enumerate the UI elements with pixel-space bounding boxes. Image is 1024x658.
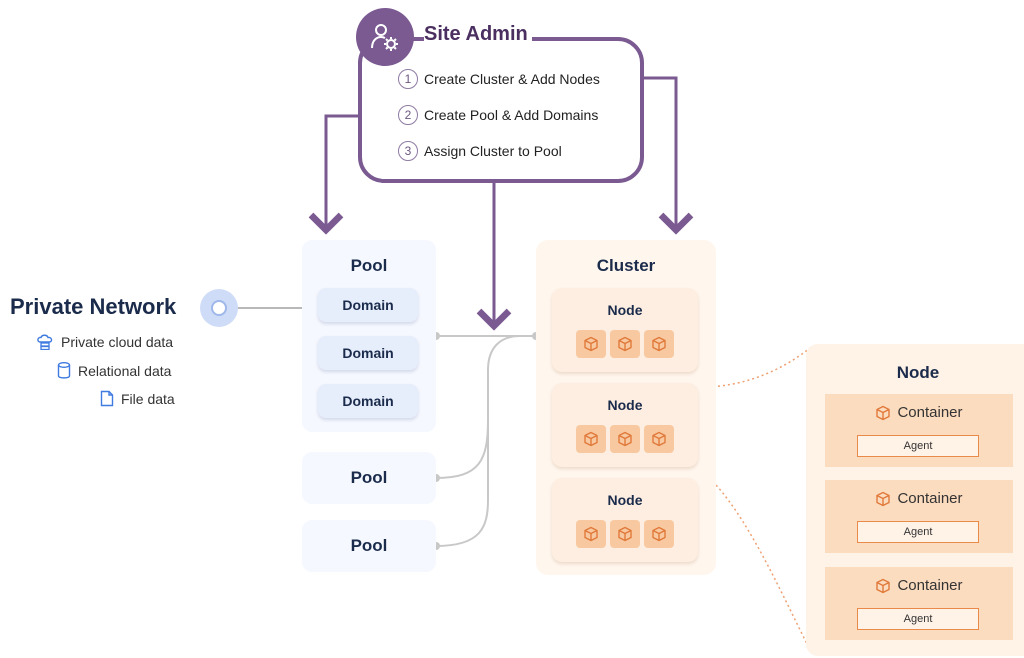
admin-to-cluster-arrow <box>644 76 694 235</box>
user-gear-icon <box>356 8 414 66</box>
node-label: Node <box>607 492 643 508</box>
admin-step-1: 1 Create Cluster & Add Nodes <box>398 69 600 89</box>
cube-icon <box>610 520 640 548</box>
cube-icon <box>876 578 891 593</box>
item-label: Private cloud data <box>61 334 174 350</box>
step-label: Create Pool & Add Domains <box>424 107 599 123</box>
cube-icon <box>576 330 606 358</box>
domain-card: Domain <box>318 336 418 370</box>
file-data-item: File data <box>100 390 175 407</box>
container-label: Container <box>897 404 963 421</box>
step-number: 3 <box>398 141 418 161</box>
cube-icon <box>644 425 674 453</box>
container-card: Container Agent <box>825 567 1013 640</box>
relational-data-item: Relational data <box>57 362 171 379</box>
container-header: Container <box>825 577 1013 594</box>
container-card: Container Agent <box>825 480 1013 553</box>
cube-icon <box>876 405 891 420</box>
cube-icon <box>644 520 674 548</box>
container-card: Container Agent <box>825 394 1013 467</box>
pool-title: Pool <box>350 256 388 275</box>
file-icon <box>100 390 114 407</box>
cube-icon <box>876 491 891 506</box>
cube-icon <box>610 425 640 453</box>
node-label: Node <box>607 397 643 413</box>
private-network-title: Private Network <box>10 294 177 319</box>
cloud-server-icon <box>37 334 53 350</box>
container-label: Container <box>897 490 963 507</box>
item-label: Relational data <box>78 362 172 379</box>
node-detail-title: Node <box>896 363 940 382</box>
admin-step-3: 3 Assign Cluster to Pool <box>398 141 562 161</box>
private-cloud-data-item: Private cloud data <box>36 334 173 350</box>
site-admin-title: Site Admin <box>424 23 532 46</box>
node-card: Node <box>552 383 698 467</box>
cube-icon <box>610 330 640 358</box>
admin-step-2: 2 Create Pool & Add Domains <box>398 105 598 125</box>
node-label: Node <box>607 302 643 318</box>
agent-box: Agent <box>857 435 979 457</box>
step-number: 2 <box>398 105 418 125</box>
container-header: Container <box>825 404 1013 421</box>
network-endpoint-icon <box>200 289 238 327</box>
node-card: Node <box>552 288 698 372</box>
admin-to-pool-arrow <box>308 114 358 235</box>
container-header: Container <box>825 490 1013 507</box>
step-label: Create Cluster & Add Nodes <box>424 71 600 87</box>
container-label: Container <box>897 577 963 594</box>
pool-card: Pool <box>302 520 436 572</box>
domain-card: Domain <box>318 384 418 418</box>
cube-icon <box>644 330 674 358</box>
cluster-title: Cluster <box>596 256 656 275</box>
item-label: File data <box>121 390 175 407</box>
domain-card: Domain <box>318 288 418 322</box>
node-card: Node <box>552 478 698 562</box>
cube-icon <box>576 520 606 548</box>
step-label: Assign Cluster to Pool <box>424 143 562 159</box>
cube-icon <box>576 425 606 453</box>
pool-card: Pool <box>302 452 436 504</box>
agent-box: Agent <box>857 608 979 630</box>
agent-box: Agent <box>857 521 979 543</box>
database-icon <box>57 362 71 379</box>
step-number: 1 <box>398 69 418 89</box>
